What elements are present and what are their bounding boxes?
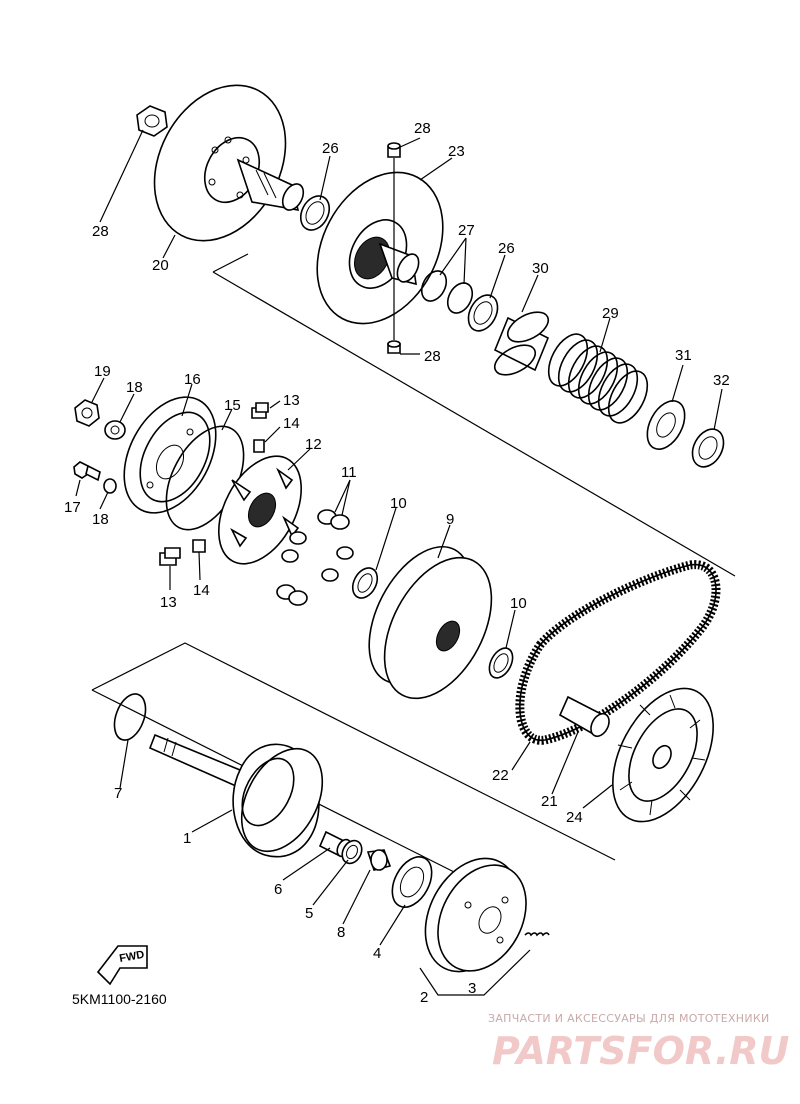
part-2-clutch-carrier [424,857,527,973]
label-25: 23 [448,143,465,160]
label-32: 32 [713,372,730,389]
label-26: 26 [498,240,515,257]
part-10-collar-top [351,567,379,599]
label-29: 29 [602,305,619,322]
label-16: 16 [184,371,201,388]
label-27: 27 [458,222,475,239]
part-10-collar-bottom [488,647,514,679]
fwd-label: FWD [118,949,145,965]
label-7: 7 [114,785,122,802]
watermark: ЗАПЧАСТИ И АКСЕССУАРЫ ДЛЯ МОТОТЕХНИКИ PA… [488,1012,790,1073]
fwd-arrow-icon: FWD [96,945,148,986]
label-21: 24 [566,809,583,826]
part-22-washer [104,420,126,440]
group-frame-primary-sheave [212,253,736,577]
label-6: 6 [274,881,282,898]
label-8: 8 [337,924,345,941]
part-12-cam-plate [218,455,302,565]
watermark-tagline: ЗАПЧАСТИ И АКСЕССУАРЫ ДЛЯ МОТОТЕХНИКИ [488,1012,770,1025]
part-1-clutch-housing [148,733,324,858]
drawing-code: 5KM1100-2160 [72,991,167,1007]
part-16-primary-sheave-cam [123,396,217,514]
label-23: 19 [94,363,111,380]
label-2: 2 [420,989,428,1006]
part-13-slider-top [251,402,269,419]
label-10: 10 [390,495,407,512]
label-22: 18 [126,379,143,396]
label-24: 20 [152,257,169,274]
label-1: 1 [183,830,191,847]
part-32-nut [691,428,725,468]
part-13-slider-bottom [159,547,181,566]
part-number-labels: 28 20 26 28 23 27 26 30 29 28 31 32 19 1… [64,120,730,1006]
part-28-pin-top [387,142,401,340]
label-14: 14 [193,582,210,599]
label-4: 4 [373,945,381,962]
label-13: 13 [283,392,300,409]
watermark-brand: PARTSFOR.RU [492,1029,790,1073]
part-14-slider-top [253,439,265,453]
part-24-sliding-sheave [153,84,305,242]
label-10: 10 [510,595,527,612]
part-19-collar [558,695,610,738]
part-4-bearing [391,856,433,908]
label-19: 21 [541,793,558,810]
part-26-oil-seal [299,195,331,231]
part-25-fixed-sheave [316,171,444,325]
label-26: 26 [322,140,339,157]
part-28-pin-bottom [387,340,401,354]
part-11-weight-rollers [276,509,354,606]
label-3: 3 [468,980,476,997]
label-15: 15 [224,397,241,414]
part-20-v-belt [515,560,721,745]
part-23-nut [74,399,100,427]
label-31: 31 [675,347,692,364]
part-30-collar [493,311,550,376]
label-13: 13 [160,594,177,611]
label-28: 28 [424,348,441,365]
label-33: 28 [92,223,109,240]
part-3-clutch-spring [524,932,550,937]
label-12: 12 [305,436,322,453]
part-9-primary-sliding-sheave [368,545,493,700]
label-20: 22 [492,767,509,784]
part-29-compression-spring [547,333,649,424]
label-14: 14 [283,415,300,432]
label-5: 5 [305,905,313,922]
label-18: 18 [92,511,109,528]
part-8-collar [366,849,392,871]
part-7-circlip [113,693,147,741]
part-14-slider-bottom [192,539,206,553]
label-11: 11 [341,464,357,481]
label-30: 30 [532,260,549,277]
label-9: 9 [446,511,454,528]
part-21-fixed-sheave-fan [612,687,714,823]
part-31-spring-seat [646,400,686,450]
label-17: 17 [64,499,81,516]
leader-lines [75,129,723,996]
part-26-oil-seal-2 [467,294,499,332]
label-28: 28 [414,120,431,137]
part-17-bolt [73,461,101,482]
part-33-nut [136,105,168,137]
part-18-washer [103,478,117,494]
